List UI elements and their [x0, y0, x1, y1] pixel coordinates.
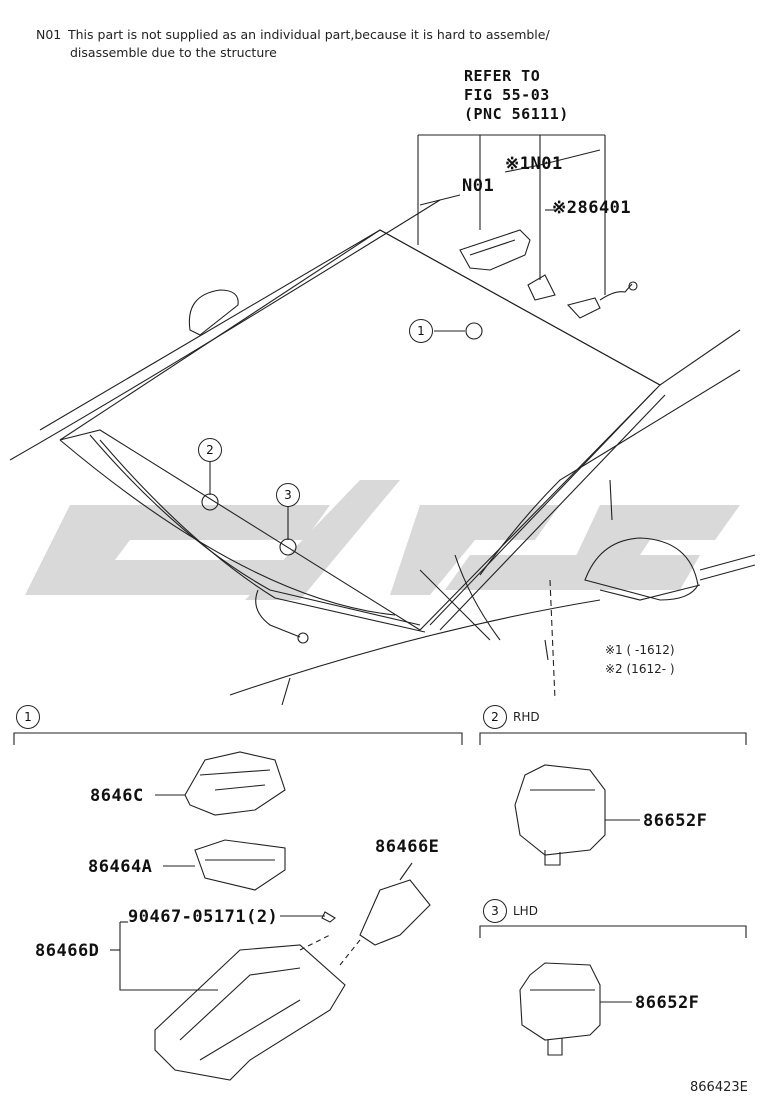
rearview-mirror-back	[188, 289, 239, 336]
refer-line-1: REFER TO	[464, 67, 541, 85]
label-86464A: 86464A	[88, 857, 153, 877]
note-code: N01	[36, 27, 62, 42]
section-3-number: 3	[483, 899, 507, 923]
footnote-2: ※2 (1612- )	[605, 662, 675, 676]
sensor-2	[527, 274, 556, 301]
wiring-harness	[255, 589, 301, 638]
refer-line-2: FIG 55-03	[464, 86, 550, 104]
section-2-label: RHD	[513, 710, 540, 724]
refer-line-3: (PNC 56111)	[464, 105, 569, 123]
part-86466D-drawing	[154, 944, 346, 1081]
side-mirror	[584, 537, 699, 601]
label-8646C: 8646C	[90, 786, 144, 806]
label-86652F-lhd: 86652F	[635, 993, 700, 1013]
label-86401: ※286401	[552, 198, 632, 218]
label-86652F-rhd: 86652F	[643, 811, 708, 831]
headliner-edge	[39, 229, 661, 431]
part-86464A-drawing	[194, 839, 286, 891]
windshield-lower-molding	[89, 434, 421, 626]
note-line-2: disassemble due to the structure	[70, 45, 277, 60]
part-8646C-drawing	[184, 751, 286, 816]
label-n01-marked: ※1N01	[505, 154, 563, 174]
label-86466E: 86466E	[375, 837, 440, 857]
sensor-bracket	[459, 229, 531, 271]
harness-connector	[297, 632, 309, 644]
part-86466E-drawing	[359, 879, 431, 946]
windshield-outline	[59, 229, 661, 631]
section-3-label: LHD	[513, 904, 538, 918]
label-n01: N01	[462, 176, 495, 196]
part-86652F-rhd-drawing	[514, 764, 606, 856]
roof-line	[9, 199, 441, 461]
section-2-number: 2	[483, 705, 507, 729]
figure-id: 866423E	[690, 1080, 748, 1095]
callout-1: 1	[409, 319, 433, 343]
callout-3: 3	[276, 483, 300, 507]
note-line-1: This part is not supplied as an individu…	[68, 27, 550, 42]
section-1-number: 1	[16, 705, 40, 729]
footnote-1: ※1 ( -1612)	[605, 643, 675, 657]
screw-drawing	[321, 911, 336, 923]
label-86466D: 86466D	[35, 941, 100, 961]
watermark-logo	[25, 480, 740, 600]
part-86652F-lhd-drawing	[519, 962, 601, 1041]
sensor-3	[566, 297, 601, 319]
callout-2: 2	[198, 438, 222, 462]
label-90467-05171: 90467-05171(2)	[128, 907, 279, 927]
